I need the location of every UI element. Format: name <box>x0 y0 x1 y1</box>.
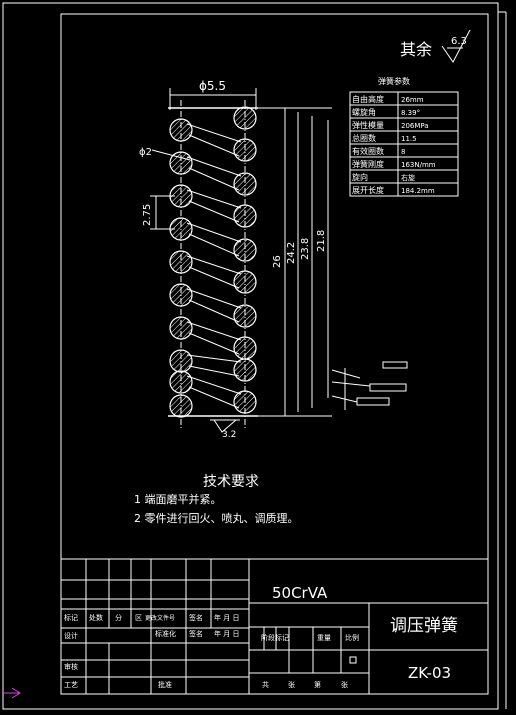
tech-title: 技术要求 <box>203 474 259 490</box>
tb-label-zhang: 张 <box>288 680 295 689</box>
dim-end-roughness: 3.2 <box>222 430 236 440</box>
wire-section-left <box>169 394 193 418</box>
param-value: 8.39° <box>401 109 420 117</box>
tech-item-1: 1 端面磨平并紧。 <box>134 492 222 506</box>
tb-label-fen: 分 <box>115 613 122 622</box>
tb-label-nianyueri: 年 月 日 <box>214 613 239 622</box>
param-value: 206MPa <box>401 122 429 130</box>
wire-section-right <box>233 304 257 328</box>
wire-section-right <box>233 106 257 130</box>
roughness-value: 6.3 <box>451 36 467 47</box>
param-value: 184.2mm <box>401 187 435 195</box>
wire-section-right <box>233 204 257 228</box>
material: 50CrVA <box>272 584 328 602</box>
dim-h3: 21.8 <box>316 230 327 252</box>
wire-section-left <box>169 118 193 142</box>
wire-section-right <box>233 138 257 162</box>
tech-item-2: 2 零件进行回火、喷丸、调质理。 <box>134 512 299 525</box>
param-name: 旋向 <box>352 172 368 182</box>
ucs-arrow-icon <box>3 687 21 699</box>
title-block <box>60 558 489 695</box>
param-value: 8 <box>401 148 405 156</box>
params-table: 自由高度 26mm 螺旋角 8.39° 弹性模量 206MPa 总圈数 11.5 有效圈数 8 弹簧… <box>349 91 459 197</box>
param-value: 163N/mm <box>401 161 436 169</box>
wire-section-left <box>169 250 193 274</box>
tb-label-zhang2: 张 <box>341 680 348 689</box>
param-name: 总圈数 <box>352 133 376 143</box>
tb-label-zhongliang: 重量 <box>317 634 331 642</box>
param-name: 展开长度 <box>352 185 384 195</box>
tb-label-biaozhunhua: 标准化 <box>155 629 176 638</box>
wire-section-right <box>233 172 257 196</box>
tb-label-qianming: 签名 <box>189 613 203 622</box>
wire-section-left <box>169 316 193 340</box>
param-value: 11.5 <box>401 135 417 143</box>
tb-label-qu: 区 <box>135 614 142 622</box>
wire-section-left <box>169 283 193 307</box>
wire-section-left <box>169 349 193 373</box>
tb-label-gongyi: 工艺 <box>64 681 78 689</box>
param-name: 自由高度 <box>352 94 384 104</box>
tb-label-biaoji: 标记 <box>64 613 78 622</box>
drawing-no: ZK-03 <box>408 664 451 682</box>
param-value: 右旋 <box>401 173 415 182</box>
param-name: 有效圈数 <box>352 146 384 156</box>
tb-label-chushu: 处数 <box>89 613 103 622</box>
wire-section-right <box>233 238 257 262</box>
tb-label-pizhun: 批准 <box>158 680 172 689</box>
spring-section <box>150 88 408 433</box>
dim-h2: 23.8 <box>300 238 311 260</box>
tb-label-di: 第 <box>314 680 321 689</box>
dim-free-height: 26 <box>272 255 283 268</box>
tb-label-qianming-2: 签名 <box>189 629 203 638</box>
param-name: 螺旋角 <box>352 107 376 117</box>
part-name: 调压弹簧 <box>390 616 458 636</box>
tb-label-bili: 比例 <box>345 633 359 642</box>
wire-section-right <box>233 336 257 360</box>
tb-label-gong: 共 <box>262 680 269 689</box>
dim-wire-diameter: ϕ2 <box>139 147 152 158</box>
tb-label-nianyueri-2: 年 月 日 <box>214 629 239 638</box>
param-value: 26mm <box>401 96 424 104</box>
tb-label-gengwai: 更改文件号 <box>145 614 175 622</box>
wire-section-right <box>233 270 257 294</box>
outer-frame <box>2 2 499 710</box>
tb-label-sheji: 设计 <box>64 631 78 640</box>
wire-section-left <box>169 151 193 175</box>
wire-section-right <box>233 358 257 382</box>
tb-label-jieduan: 阶段标记 <box>261 633 289 642</box>
roughness-prefix: 其余 <box>400 40 432 59</box>
wire-section-right <box>233 390 257 414</box>
dim-outer-diameter: ϕ5.5 <box>199 79 226 93</box>
roughness-symbol-icon <box>441 29 471 63</box>
dim-pitch: 2.75 <box>142 204 153 226</box>
wire-section-left <box>169 370 193 394</box>
params-title: 弹簧参数 <box>378 76 410 86</box>
dim-h1: 24.2 <box>286 242 297 264</box>
tb-label-shenhe: 审核 <box>64 662 78 671</box>
param-name: 弹性模量 <box>352 120 384 130</box>
param-name: 弹簧刚度 <box>352 159 384 169</box>
